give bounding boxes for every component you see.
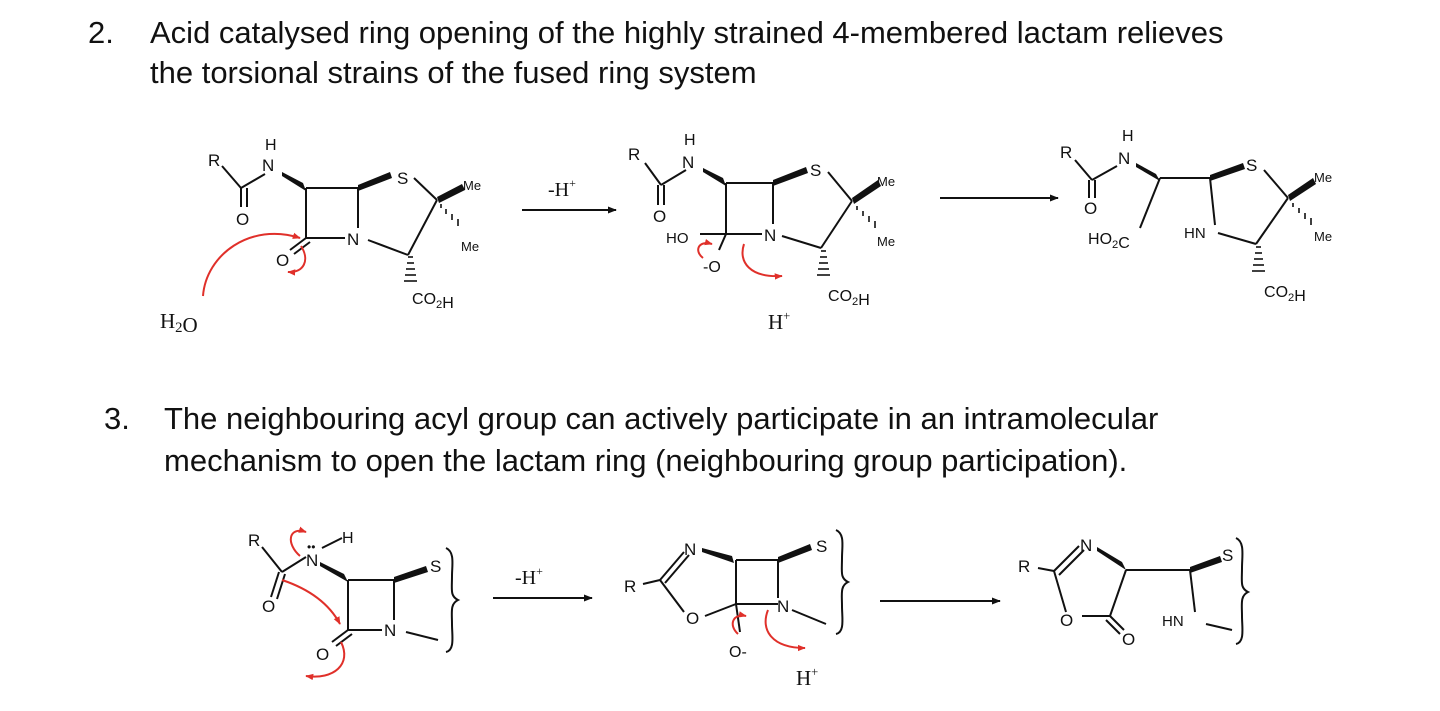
s3b-R: R <box>624 577 636 596</box>
s2c-O-carbonyl: O <box>1084 199 1097 218</box>
s2a-O-carbonyl: O <box>236 210 249 229</box>
s2b-S: S <box>810 161 821 180</box>
s2a-Me-top: Me <box>463 178 481 193</box>
s2b-O-carbonyl: O <box>653 207 666 226</box>
s2a-S: S <box>397 169 408 188</box>
s3a-R: R <box>248 531 260 550</box>
s2a-CO2H: CO2H <box>412 291 454 312</box>
s3b-H-plus: H+ <box>796 665 818 690</box>
s2c-HO2C: HO2C <box>1088 231 1130 252</box>
s2a-N: N <box>262 156 274 175</box>
s2c-CO2H: CO2H <box>1264 284 1306 305</box>
s3b-alkoxide: O- <box>729 644 747 661</box>
point-3: 3. The neighbouring acyl group can activ… <box>104 398 1404 482</box>
s3a-lone-pair: •• <box>307 540 315 554</box>
s2-arrow-1-label: -H+ <box>548 176 576 201</box>
point-3-line-1: The neighbouring acyl group can actively… <box>164 401 1159 436</box>
s3a-O-carbonyl: O <box>262 597 275 616</box>
s2a-O-lactam: O <box>276 251 289 270</box>
s3a-N: N <box>306 551 318 570</box>
s3b-O-ring: O <box>686 609 699 628</box>
s3c-O-ring: O <box>1060 611 1073 630</box>
tetrahedral-intermediate: R H N O S Me Me N HO -O CO2H H+ <box>628 132 895 334</box>
s3a-N-ring: N <box>384 621 396 640</box>
s3a-S: S <box>430 557 441 576</box>
s2b-Me-top: Me <box>877 174 895 189</box>
s2c-S: S <box>1246 156 1257 175</box>
s3b-red-arrow-alkoxide <box>731 611 747 635</box>
s3a-red-arrow-acyl-attack <box>281 579 341 625</box>
s2a-red-arrow-carbonyl <box>287 245 307 276</box>
s2a-H: H <box>265 137 277 154</box>
s3c-O-carbonyl: O <box>1122 630 1135 649</box>
point-3-line-2: mechanism to open the lactam ring (neigh… <box>164 443 1128 478</box>
s2b-alkoxide: -O <box>703 259 721 276</box>
oxazolone-product: R N O O S HN <box>1018 536 1251 649</box>
s2c-H: H <box>1122 128 1134 145</box>
s2c-Me-top: Me <box>1314 170 1332 185</box>
s2c-R: R <box>1060 143 1072 162</box>
point-2: 2. Acid catalysed ring opening of the hi… <box>88 12 1418 96</box>
s2b-Me-bottom: Me <box>877 234 895 249</box>
s2a-red-arrow-water-attack <box>202 232 301 297</box>
point-3-number: 3. <box>104 401 130 436</box>
penicillin-structure: R H N O S Me Me N O CO2H H2O <box>160 137 481 337</box>
point-2-number: 2. <box>88 15 114 50</box>
s3c-S: S <box>1222 546 1233 565</box>
s2a-N-ring: N <box>347 230 359 249</box>
s3c-N: N <box>1080 536 1092 555</box>
s3a-O-lactam: O <box>316 645 329 664</box>
s2b-HO: HO <box>666 230 689 247</box>
s3b-red-arrow-ring-break <box>764 609 806 652</box>
s2c-N: N <box>1118 149 1130 168</box>
s2c-HN: HN <box>1184 225 1206 242</box>
oxazolone-intermediate: R N O S N O- H+ <box>624 529 851 690</box>
s2a-H2O: H2O <box>160 309 198 337</box>
s3a-red-arrow-carbonyl <box>305 641 346 681</box>
s3b-S: S <box>816 537 827 556</box>
s3a-H: H <box>342 530 354 547</box>
s3b-N-ring: N <box>777 597 789 616</box>
s2b-red-arrow-ring-break <box>741 243 783 280</box>
s2b-CO2H: CO2H <box>828 288 870 309</box>
s2b-H: H <box>684 132 696 149</box>
penam-fragment: R N •• H O S N O <box>248 526 461 681</box>
point-2-line-2: the torsional strains of the fused ring … <box>150 55 757 90</box>
s3b-N: N <box>684 540 696 559</box>
s3-arrow-1-label: -H+ <box>515 564 543 589</box>
s2b-H-plus: H+ <box>768 309 790 334</box>
penicilloic-acid: R H N O S Me Me HO2C HN CO2H <box>1060 128 1332 305</box>
s2b-N-ring: N <box>764 226 776 245</box>
s3a-red-arrow-lone-pair <box>290 526 307 557</box>
s2b-N: N <box>682 153 694 172</box>
s2b-red-arrow-alkoxide <box>697 238 713 259</box>
s2a-Me-bottom: Me <box>461 239 479 254</box>
s3c-R: R <box>1018 557 1030 576</box>
point-2-line-1: Acid catalysed ring opening of the highl… <box>150 15 1224 50</box>
s3c-HN: HN <box>1162 613 1184 630</box>
s2a-R: R <box>208 151 220 170</box>
s2b-R: R <box>628 145 640 164</box>
s2c-Me-bottom: Me <box>1314 229 1332 244</box>
